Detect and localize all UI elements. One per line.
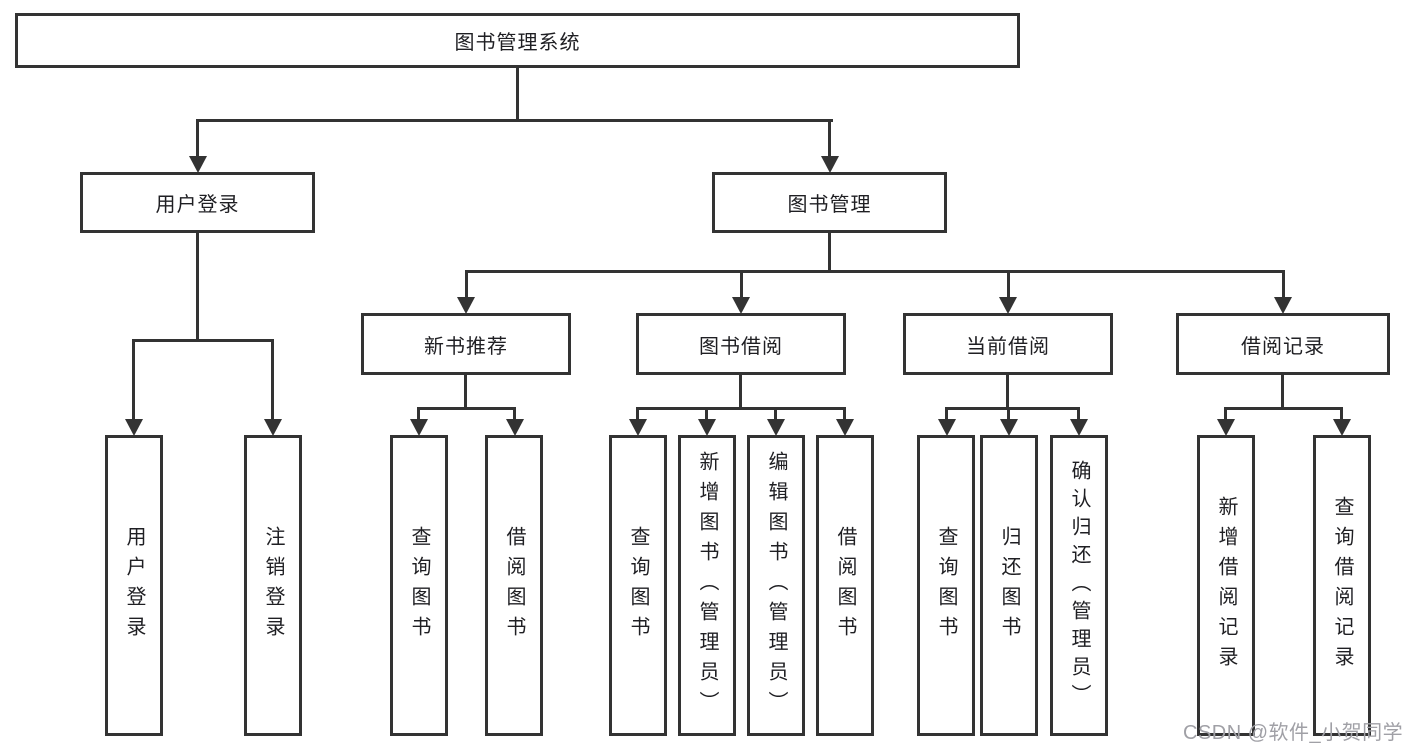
arrow-to-user-login	[189, 156, 207, 173]
node-label: 新书推荐	[424, 335, 508, 358]
leaf-label: 借阅图书	[503, 525, 525, 646]
connector-user-login-stem	[196, 233, 199, 342]
leaf-label: 确认归还（管理员）	[1068, 459, 1090, 712]
arrow-to-br-add	[1217, 419, 1235, 436]
connector-to-br-query	[1340, 407, 1343, 421]
arrow-to-new-book-rec	[457, 297, 475, 314]
node-label: 图书管理	[787, 194, 872, 216]
arrow-to-book-mgmt	[821, 156, 839, 173]
node-book-management: 图书管理	[712, 172, 947, 233]
arrow-to-cb-query	[938, 419, 956, 436]
connector-book-mgmt-branch	[465, 270, 1285, 273]
arrow-to-bb-borrow	[836, 419, 854, 436]
leaf-label: 新增借阅记录	[1215, 495, 1237, 676]
node-book-borrowing: 图书借阅	[636, 313, 846, 375]
leaf-cb-confirm-return-admin: 确认归还（管理员）	[1050, 435, 1108, 736]
arrow-to-br-query	[1333, 419, 1351, 436]
connector-to-book-mgmt	[828, 119, 831, 159]
node-library-management-system: 图书管理系统	[15, 13, 1020, 68]
connector-book-borrow-branch	[636, 407, 846, 410]
connector-book-borrow-stem	[739, 375, 742, 410]
node-new-book-recommend: 新书推荐	[361, 313, 571, 375]
leaf-bb-edit-books-admin: 编辑图书（管理员）	[747, 435, 805, 736]
connector-book-mgmt-stem	[828, 233, 831, 273]
node-borrowing-records: 借阅记录	[1176, 313, 1390, 375]
connector-new-book-rec-branch	[417, 407, 516, 410]
connector-current-borrow-branch	[945, 407, 1079, 410]
leaf-label: 注销登录	[262, 525, 284, 646]
connector-to-bb-add	[705, 407, 708, 421]
leaf-label: 查询借阅记录	[1331, 495, 1353, 676]
leaf-label: 新增图书（管理员）	[696, 450, 718, 721]
node-label: 当前借阅	[966, 335, 1050, 358]
connector-to-leaf-user-login	[132, 339, 135, 421]
leaf-nb-borrow-books: 借阅图书	[485, 435, 543, 736]
connector-to-book-borrow	[740, 270, 743, 299]
csdn-watermark: CSDN @软件_小贺同学	[1183, 722, 1404, 744]
leaf-label: 查询图书	[627, 525, 649, 646]
connector-to-nb-query	[417, 407, 420, 421]
arrow-to-nb-query	[410, 419, 428, 436]
connector-borrow-records-branch	[1224, 407, 1343, 410]
connector-to-cb-return	[1007, 407, 1010, 421]
arrow-to-cb-confirm	[1070, 419, 1088, 436]
leaf-br-query-record: 查询借阅记录	[1313, 435, 1371, 736]
leaf-label: 查询图书	[408, 525, 430, 646]
leaf-label: 归还图书	[998, 525, 1020, 646]
arrow-to-borrow-records	[1274, 297, 1292, 314]
arrow-to-book-borrow	[732, 297, 750, 314]
connector-to-cb-confirm	[1077, 407, 1080, 421]
connector-to-new-book-rec	[465, 270, 468, 299]
arrow-to-leaf-logout	[264, 419, 282, 436]
node-label: 用户登录	[155, 194, 240, 216]
node-label: 图书管理系统	[454, 32, 581, 54]
connector-to-bb-edit	[774, 407, 777, 421]
arrow-to-bb-add	[698, 419, 716, 436]
node-current-borrowing: 当前借阅	[903, 313, 1113, 375]
leaf-label: 借阅图书	[834, 525, 856, 646]
connector-current-borrow-stem	[1006, 375, 1009, 410]
connector-new-book-rec-stem	[464, 375, 467, 410]
leaf-nb-query-books: 查询图书	[390, 435, 448, 736]
connector-to-bb-borrow	[843, 407, 846, 421]
arrow-to-cb-return	[1000, 419, 1018, 436]
leaf-bb-borrow-books: 借阅图书	[816, 435, 874, 736]
leaf-label: 编辑图书（管理员）	[765, 450, 787, 721]
connector-to-nb-borrow	[513, 407, 516, 421]
leaf-bb-query-books: 查询图书	[609, 435, 667, 736]
node-user-login: 用户登录	[80, 172, 315, 233]
leaf-br-add-record: 新增借阅记录	[1197, 435, 1255, 736]
connector-root-branch	[196, 119, 833, 122]
connector-borrow-records-stem	[1281, 375, 1284, 410]
arrow-to-nb-borrow	[506, 419, 524, 436]
connector-root-stem	[516, 68, 519, 122]
connector-to-cb-query	[945, 407, 948, 421]
leaf-bb-add-books-admin: 新增图书（管理员）	[678, 435, 736, 736]
connector-to-borrow-records	[1282, 270, 1285, 299]
connector-to-leaf-logout	[271, 339, 274, 421]
node-label: 图书借阅	[699, 335, 783, 358]
arrow-to-current-borrow	[999, 297, 1017, 314]
connector-to-br-add	[1224, 407, 1227, 421]
connector-to-bb-query	[636, 407, 639, 421]
leaf-cb-query-books: 查询图书	[917, 435, 975, 736]
leaf-logout: 注销登录	[244, 435, 302, 736]
arrow-to-leaf-user-login	[125, 419, 143, 436]
node-label: 借阅记录	[1241, 335, 1325, 358]
connector-to-current-borrow	[1007, 270, 1010, 299]
leaf-cb-return-books: 归还图书	[980, 435, 1038, 736]
arrow-to-bb-edit	[767, 419, 785, 436]
arrow-to-bb-query	[629, 419, 647, 436]
leaf-label: 用户登录	[123, 525, 145, 646]
connector-to-user-login	[196, 119, 199, 159]
connector-user-login-branch	[132, 339, 274, 342]
leaf-label: 查询图书	[935, 525, 957, 646]
leaf-user-login: 用户登录	[105, 435, 163, 736]
